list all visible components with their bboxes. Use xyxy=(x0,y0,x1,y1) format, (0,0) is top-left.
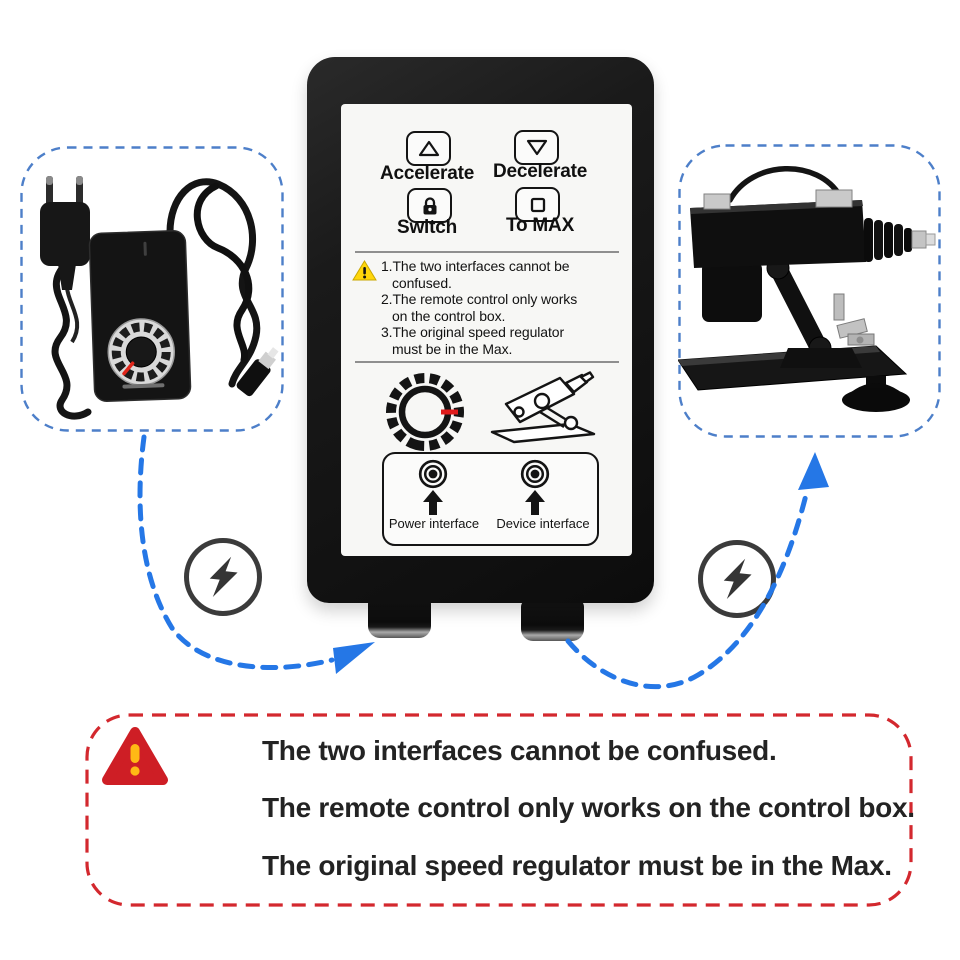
arrow-up-icon xyxy=(525,490,545,515)
decelerate-label: Decelerate xyxy=(492,161,588,182)
blue-dashed-frame xyxy=(678,144,941,438)
adapter-photo xyxy=(20,146,284,432)
to-max-label: To MAX xyxy=(505,215,575,236)
machine-outline-icon xyxy=(490,371,596,444)
note-1: 1.The two interfaces cannot be confused. xyxy=(381,258,570,291)
banner-line-2: The remote control only works on the con… xyxy=(262,792,915,823)
device-interface-label: Device interface xyxy=(496,516,590,531)
red-pointer xyxy=(122,361,135,376)
machine-photo-frame xyxy=(678,144,941,438)
jack-socket-icon xyxy=(520,459,550,489)
blue-dashed-frame xyxy=(20,146,284,432)
divider xyxy=(355,251,619,253)
dc-connector xyxy=(236,347,279,397)
divider xyxy=(355,361,619,363)
lightning-bolt-icon xyxy=(209,556,238,598)
to-max-button xyxy=(515,187,560,222)
triangle-up-icon xyxy=(418,140,439,157)
arrowhead xyxy=(798,452,829,490)
warning-triangle-icon xyxy=(352,260,377,281)
lock-icon xyxy=(423,196,436,214)
speed-regulator-body xyxy=(88,230,192,402)
interfaces-box: Power interface Device interface xyxy=(382,452,599,546)
note-2: 2.The remote control only works on the c… xyxy=(381,291,578,324)
banner-line-1: The two interfaces cannot be confused. xyxy=(262,735,777,766)
accelerate-button xyxy=(406,131,451,166)
red-dashed-border xyxy=(85,713,913,907)
remote-control-box: Accelerate Decelerate Switch To MAX xyxy=(307,57,654,603)
switch-label: Switch xyxy=(396,217,458,238)
alert-triangle-icon xyxy=(102,727,168,785)
suction-cup xyxy=(842,376,910,412)
clamp-bracket xyxy=(833,293,875,346)
eu-plug xyxy=(40,176,90,290)
adapter-photo-frame xyxy=(20,146,284,432)
power-interface-label: Power interface xyxy=(388,516,480,531)
accelerate-label: Accelerate xyxy=(379,163,475,184)
switch-button xyxy=(407,188,452,223)
speed-dial-icon xyxy=(386,373,464,451)
machine-photo xyxy=(678,144,941,438)
label-notes: 1.The two interfaces cannot be confused.… xyxy=(381,258,595,357)
lightning-bolt-icon xyxy=(723,558,752,600)
square-max-icon xyxy=(530,197,545,212)
note-3: 3.The original speed regulator must be i… xyxy=(381,324,565,357)
warning-banner: The two interfaces cannot be confused. T… xyxy=(85,713,915,907)
banner-line-3: The original speed regulator must be in … xyxy=(262,850,892,881)
arrowhead xyxy=(333,642,375,674)
triangle-down-icon xyxy=(526,139,547,156)
power-interface-socket xyxy=(368,596,431,638)
device-interface-socket xyxy=(521,599,584,641)
arrow-up-icon xyxy=(423,490,443,515)
bellows xyxy=(864,218,936,262)
jack-socket-icon xyxy=(418,459,448,489)
decelerate-button xyxy=(514,130,559,165)
power-badge-right xyxy=(698,540,776,618)
power-badge-left xyxy=(184,538,262,616)
control-box-label: Accelerate Decelerate Switch To MAX xyxy=(341,104,632,556)
